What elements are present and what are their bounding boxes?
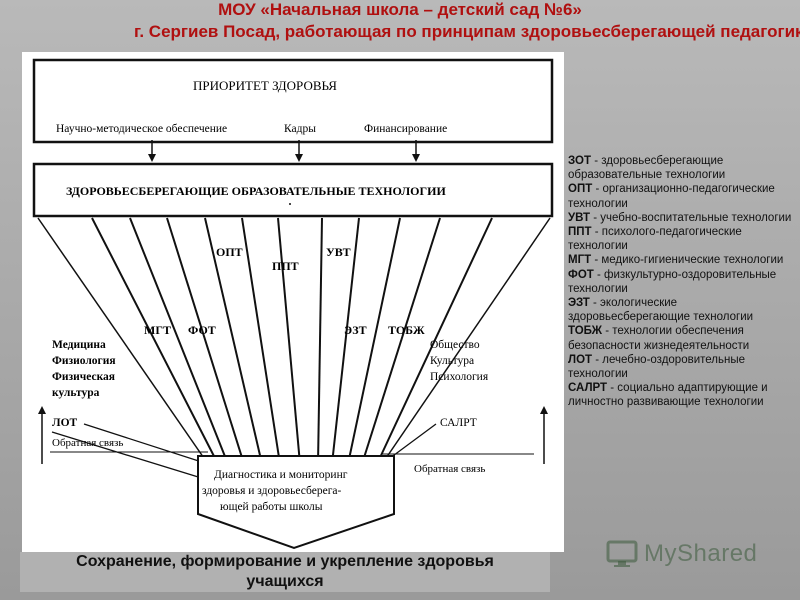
legend-item-opt: ОПТ - организационно-педагогические техн… bbox=[568, 183, 775, 210]
ray-lines bbox=[91, 217, 493, 465]
arrow-down-icon bbox=[295, 154, 303, 162]
page-title-city: г. Сергиев Посад, работающая по принципа… bbox=[0, 20, 800, 44]
salrt-label: САЛРТ bbox=[440, 417, 477, 429]
diagram-scan: ПРИОРИТЕТ ЗДОРОВЬЯ Научно-методическое о… bbox=[22, 52, 564, 552]
support-staff: Кадры bbox=[284, 123, 316, 135]
diagnostics-line-1: Диагностика и мониторинг bbox=[214, 469, 348, 481]
legend: ЗОТ - здоровьесберегающие образовательны… bbox=[568, 154, 794, 410]
arrow-down-icon bbox=[148, 154, 156, 162]
legend-item-fot: ФОТ - физкультурно-оздоровительные техно… bbox=[568, 268, 777, 295]
logo-text: MyShared bbox=[644, 540, 758, 567]
ray-label-tobzh: ТОБЖ bbox=[388, 323, 425, 337]
tech-box bbox=[32, 162, 554, 218]
page-title-city-text: г. Сергиев Посад, работающая по принципа… bbox=[133, 22, 800, 41]
right-science-1: Общество bbox=[430, 339, 480, 351]
ray-label-ezt: ЭЗТ bbox=[344, 323, 367, 337]
legend-item-salrt: САЛРТ - социально адаптирующие и личност… bbox=[568, 382, 768, 409]
arrow-up-icon bbox=[38, 406, 46, 414]
page-title-school: МОУ «Начальная школа – детский сад №6» bbox=[218, 0, 582, 19]
feedback-right-label: Обратная связь bbox=[414, 463, 485, 475]
lot-label: ЛОТ bbox=[52, 417, 78, 429]
priority-box-label: ПРИОРИТЕТ ЗДОРОВЬЯ bbox=[193, 78, 337, 93]
legend-item-uvt: УВТ - учебно-воспитательные технологии bbox=[568, 211, 792, 224]
legend-item-tobzh: ТОБЖ - технологии обеспечения безопаснос… bbox=[568, 325, 750, 352]
left-science-4: культура bbox=[52, 387, 100, 399]
monitor-icon bbox=[606, 540, 638, 567]
support-finance: Финансирование bbox=[364, 123, 447, 135]
legend-item-mgt: МГТ - медико-гигиенические технологии bbox=[568, 254, 784, 267]
arrow-up-icon bbox=[540, 406, 548, 414]
diagnostics-line-2: здоровья и здоровьесберега- bbox=[202, 485, 342, 497]
ray-label-uvt: УВТ bbox=[326, 245, 351, 259]
arrow-down-icon bbox=[412, 154, 420, 162]
legend-item-lot: ЛОТ - лечебно-оздоровительные технологии bbox=[568, 353, 745, 381]
left-science-2: Физиология bbox=[52, 355, 116, 367]
left-science-3: Физическая bbox=[52, 371, 115, 383]
myshared-logo[interactable]: MyShared bbox=[606, 538, 757, 570]
footer-line-2: учащихся bbox=[246, 573, 324, 590]
legend-item-ezt: ЭЗТ - экологические здоровьесберегающие … bbox=[568, 297, 754, 324]
legend-item-ppt: ППТ - психолого-педагогические технологи… bbox=[568, 226, 742, 253]
diagnostics-box bbox=[197, 455, 395, 550]
priority-box bbox=[32, 58, 554, 144]
footer-line-1: Сохранение, формирование и укрепление зд… bbox=[76, 553, 494, 570]
ray-label-opt: ОПТ bbox=[216, 245, 243, 259]
tech-box-label: ЗДОРОВЬЕСБЕРЕГАЮЩИЕ ОБРАЗОВАТЕЛЬНЫЕ ТЕХН… bbox=[66, 184, 446, 198]
support-methodical: Научно-методическое обеспечение bbox=[56, 123, 227, 135]
right-science-3: Психология bbox=[430, 371, 489, 383]
left-science-1: Медицина bbox=[52, 339, 106, 351]
footer-caption: Сохранение, формирование и укрепление зд… bbox=[20, 552, 550, 592]
legend-item-zot: ЗОТ - здоровьесберегающие образовательны… bbox=[568, 155, 726, 182]
ray-label-mgt: МГТ bbox=[144, 323, 171, 337]
feedback-left-label: Обратная связь bbox=[52, 437, 123, 449]
diagnostics-line-3: ющей работы школы bbox=[220, 501, 323, 513]
ray-label-fot: ФОТ bbox=[188, 323, 216, 337]
diagram-svg: ПРИОРИТЕТ ЗДОРОВЬЯ Научно-методическое о… bbox=[32, 58, 554, 550]
ray-label-ppt: ППТ bbox=[272, 259, 299, 273]
